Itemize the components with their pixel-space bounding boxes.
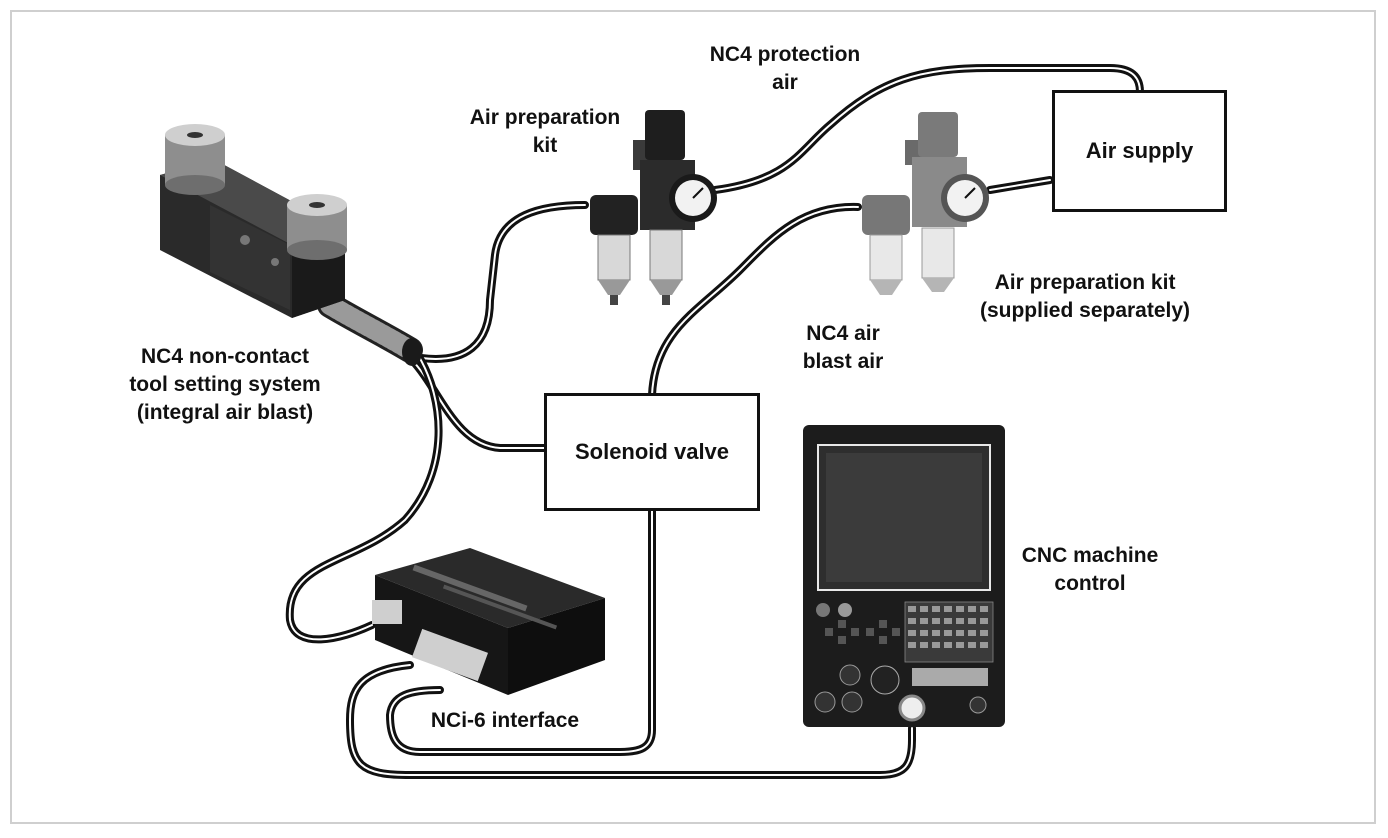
protection-air-label: NC4 protection air bbox=[709, 43, 861, 94]
cnc-control-illustration bbox=[803, 425, 1005, 727]
air-blast-label: NC4 air blast air bbox=[802, 322, 884, 373]
cnc-control-label: CNC machine control bbox=[1021, 544, 1159, 595]
air-prep-kit-separate-illustration bbox=[862, 112, 989, 295]
air-prep-kit-illustration bbox=[590, 110, 717, 305]
air-supply-label: Air supply bbox=[1085, 138, 1194, 163]
air-prep-kit-separate-label: Air preparation kit (supplied separately… bbox=[979, 271, 1191, 322]
air-prep-kit-label: Air preparation kit bbox=[469, 106, 621, 157]
nc4-system-illustration bbox=[160, 124, 423, 366]
hoses bbox=[285, 64, 1144, 779]
nci6-interface-illustration bbox=[372, 548, 605, 695]
solenoid-valve-box: Solenoid valve bbox=[544, 393, 760, 511]
hose-nc4-to-prep-kit bbox=[401, 201, 589, 363]
hose-nc4-to-solenoid bbox=[408, 356, 549, 452]
air-supply-box: Air supply bbox=[1052, 90, 1227, 212]
solenoid-valve-label: Solenoid valve bbox=[574, 439, 730, 464]
nc4-system-label: NC4 non-contact tool setting system (int… bbox=[129, 345, 321, 424]
interface-label: NCi-6 interface bbox=[430, 709, 580, 732]
